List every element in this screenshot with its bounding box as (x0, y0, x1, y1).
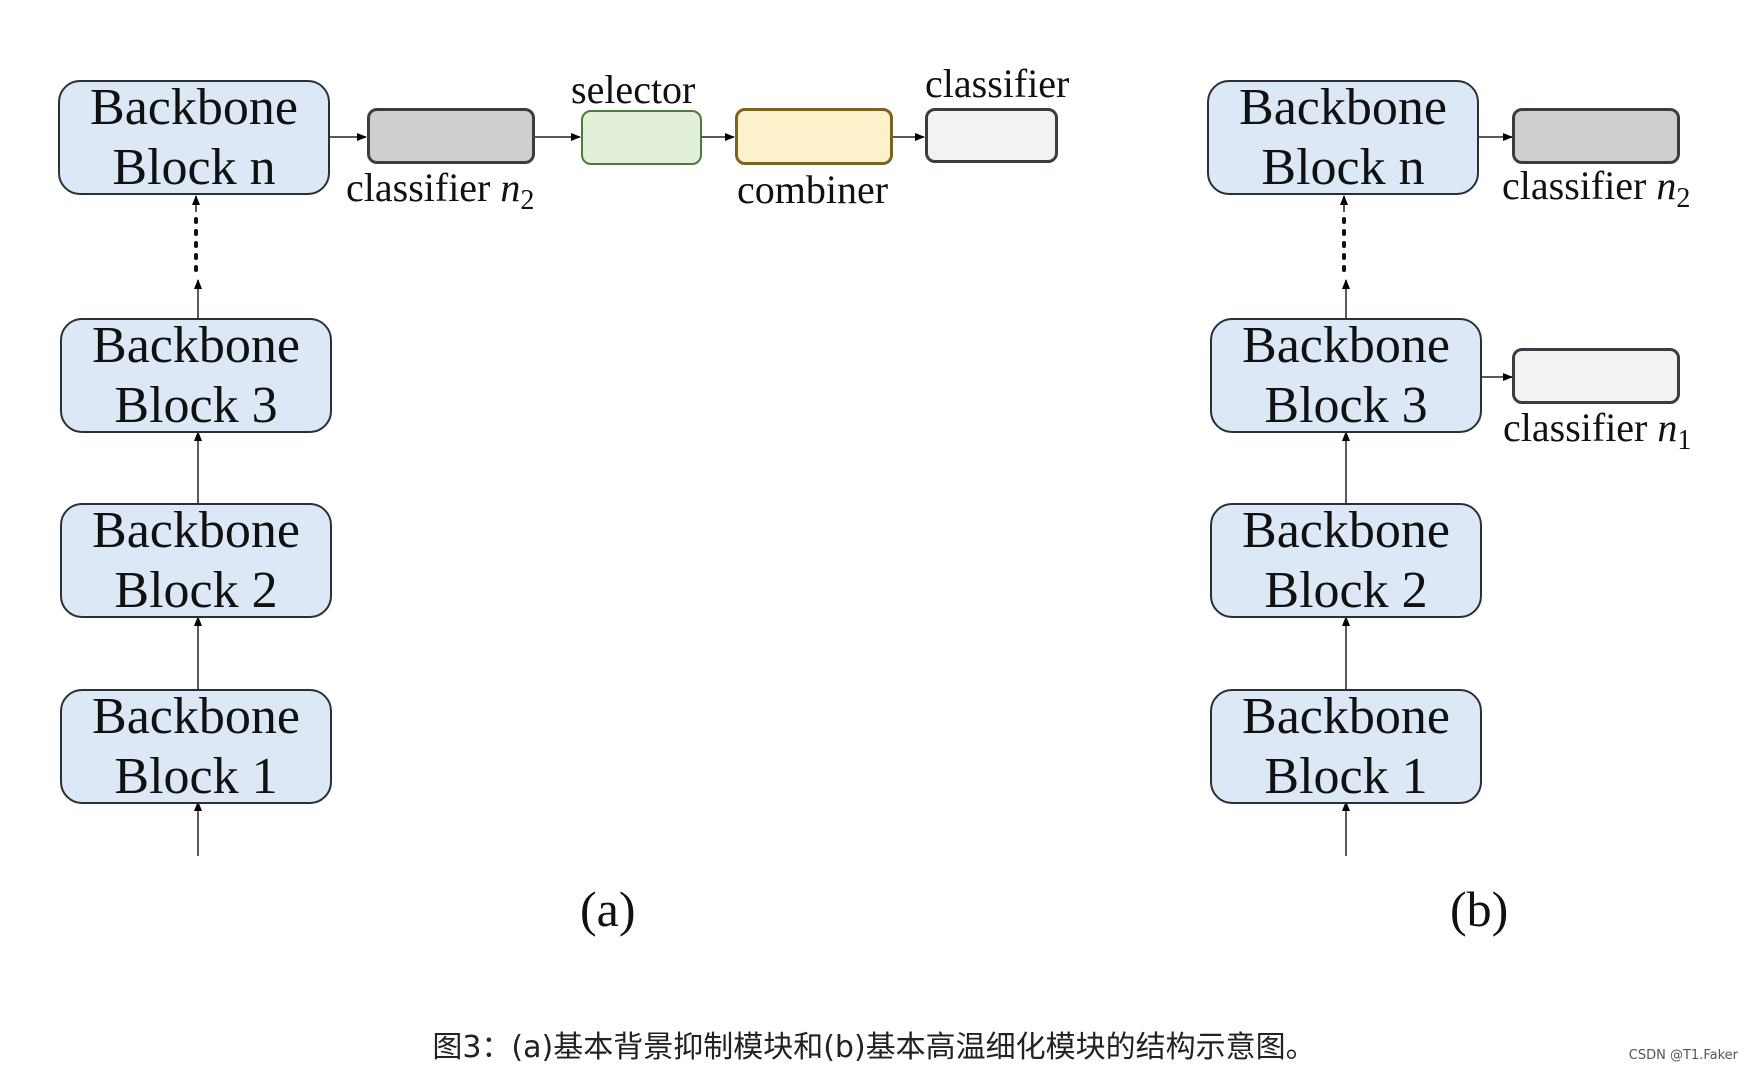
block-label-line1: Backbone (92, 316, 300, 374)
selector-label: selector (571, 67, 696, 112)
classifier-label-a: classifier (925, 61, 1070, 106)
watermark: CSDN @T1.Faker (1628, 1048, 1738, 1063)
block-label-line2: Block n (1261, 138, 1425, 196)
backbone-block-n-a: Backbone Block n (58, 78, 330, 196)
block-label-line1: Backbone (1242, 501, 1450, 559)
block-label-line2: Block n (112, 138, 276, 196)
block-label-line1: Backbone (1242, 687, 1450, 745)
backbone-block-3-b: Backbone Block 3 (1210, 316, 1482, 434)
selector-box (581, 110, 702, 165)
backbone-block-1-b: Backbone Block 1 (1210, 687, 1482, 805)
classifier-n1-label-b: classifier n1 (1503, 405, 1692, 457)
backbone-block-3-a: Backbone Block 3 (60, 316, 332, 434)
block-label-line1: Backbone (1242, 316, 1450, 374)
backbone-block-n-b: Backbone Block n (1207, 78, 1479, 196)
classifier-n2-box-a (367, 108, 535, 164)
figure-caption: 图3：(a)基本背景抑制模块和(b)基本高温细化模块的结构示意图。 (432, 1030, 1316, 1065)
combiner-label: combiner (737, 167, 889, 212)
block-label-line2: Block 2 (114, 561, 278, 619)
backbone-block-1-a: Backbone Block 1 (60, 687, 332, 805)
backbone-block-2-b: Backbone Block 2 (1210, 501, 1482, 619)
backbone-block-2-a: Backbone Block 2 (60, 501, 332, 619)
classifier-n2-label-b: classifier n2 (1502, 163, 1691, 215)
block-label-line2: Block 2 (1264, 561, 1428, 619)
classifier-n1-box-b (1512, 348, 1680, 404)
block-label-line2: Block 3 (114, 376, 278, 434)
panel-label-a: (a) (580, 881, 636, 937)
classifier-n2-box-b (1512, 108, 1680, 164)
final-classifier-box (925, 108, 1058, 163)
panel-label-b: (b) (1450, 881, 1509, 937)
combiner-box (735, 108, 893, 165)
classifier-n2-label-a: classifier n2 (346, 165, 535, 217)
block-label-line2: Block 1 (1264, 747, 1428, 805)
block-label-line1: Backbone (92, 687, 300, 745)
block-label-line1: Backbone (1239, 78, 1447, 136)
block-label-line2: Block 1 (114, 747, 278, 805)
block-label-line1: Backbone (90, 78, 298, 136)
block-label-line2: Block 3 (1264, 376, 1428, 434)
block-label-line1: Backbone (92, 501, 300, 559)
